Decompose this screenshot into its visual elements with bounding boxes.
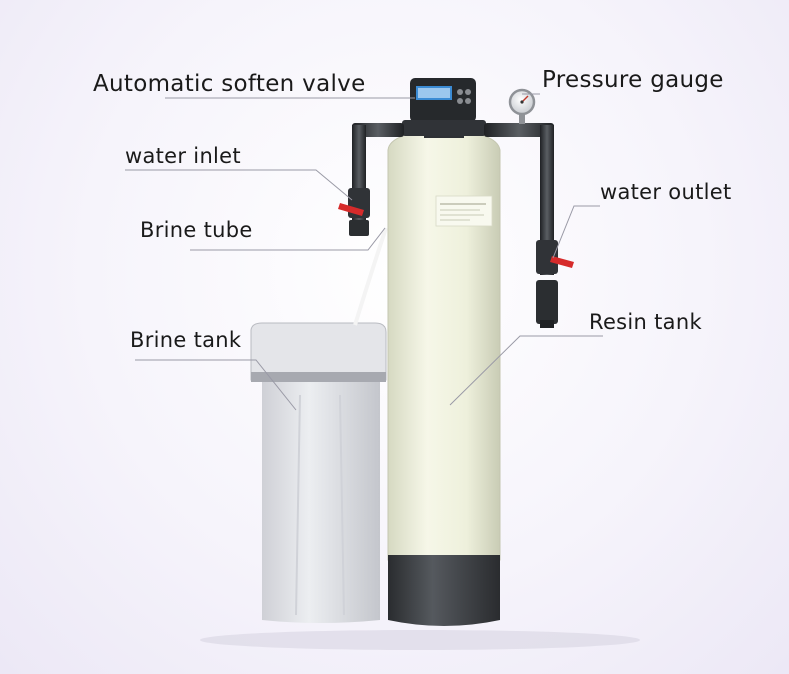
label-automatic-soften-valve: Automatic soften valve [93,71,366,97]
leader-brine-tube [190,227,386,251]
label-brine-tank: Brine tank [130,328,242,352]
outlet-valve-handle [550,256,574,268]
inlet-pipe [348,123,404,236]
leader-lines [125,93,603,411]
label-resin-tank: Resin tank [589,310,702,334]
label-water-inlet: water inlet [125,144,241,168]
leader-outlet [552,205,600,259]
automatic-soften-valve [402,78,486,138]
leader-resin [449,335,603,406]
inlet-valve-handle [338,203,364,216]
label-water-outlet: water outlet [600,180,732,204]
label-pressure-gauge: Pressure gauge [542,67,724,93]
outlet-pipe [484,123,558,328]
leader-brine-tank [135,359,297,411]
brine-tube [353,227,388,326]
resin-tank [387,129,501,626]
brine-tank [250,322,387,623]
leader-inlet [125,169,353,201]
pressure-gauge [508,88,536,124]
floor-shadow [200,630,640,650]
label-brine-tube: Brine tube [140,218,253,242]
